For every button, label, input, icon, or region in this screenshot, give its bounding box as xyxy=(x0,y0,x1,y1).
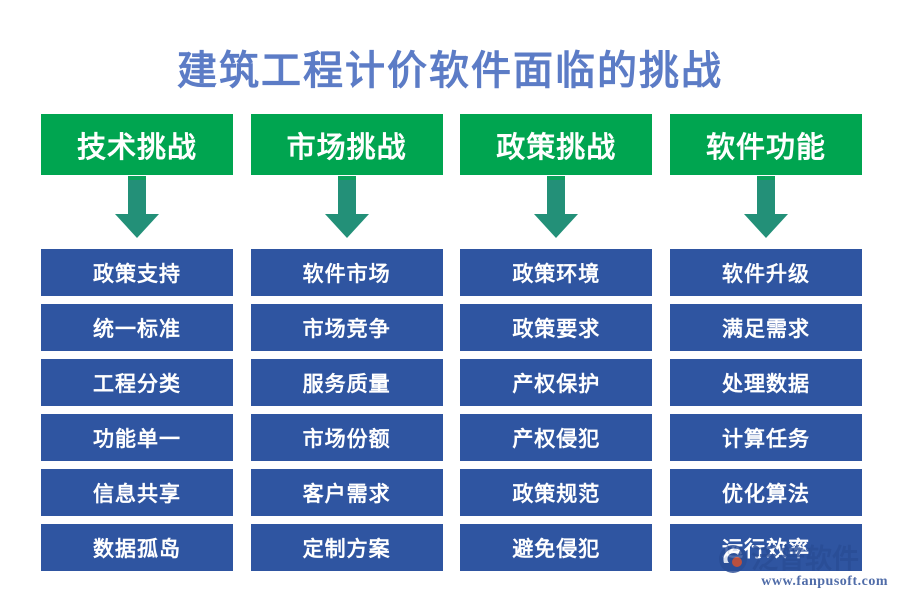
page-title: 建筑工程计价软件面临的挑战 xyxy=(177,48,723,93)
list-item[interactable]: 计算任务 xyxy=(669,414,862,461)
column-1-header[interactable]: 技术挑战 xyxy=(41,114,233,175)
column-4-arrow-area xyxy=(670,175,862,243)
list-item[interactable]: 工程分类 xyxy=(41,359,233,406)
column-group: 技术挑战 政策支持 统一标准 工程分类 功能单一 信息共享 数据孤岛 市场挑战 xyxy=(41,114,862,574)
list-item[interactable]: 软件升级 xyxy=(669,249,862,296)
column-3-header[interactable]: 政策挑战 xyxy=(460,114,653,175)
list-item[interactable]: 功能单一 xyxy=(41,414,233,461)
watermark-url: www.fanpusoft.com xyxy=(761,574,888,589)
column-4: 软件功能 软件升级 满足需求 处理数据 计算任务 优化算法 运行效率 xyxy=(669,114,862,574)
down-arrow-icon xyxy=(743,176,788,238)
list-item[interactable]: 市场份额 xyxy=(250,414,443,461)
down-arrow-icon xyxy=(534,176,579,238)
list-item[interactable]: 市场竞争 xyxy=(250,304,443,351)
column-1-items: 政策支持 统一标准 工程分类 功能单一 信息共享 数据孤岛 xyxy=(41,249,233,571)
list-item[interactable]: 政策要求 xyxy=(460,304,653,351)
list-item[interactable]: 政策规范 xyxy=(460,469,653,516)
column-1-arrow-area xyxy=(41,175,233,243)
list-item[interactable]: 政策环境 xyxy=(460,249,653,296)
list-item[interactable]: 软件市场 xyxy=(250,249,443,296)
column-4-items: 软件升级 满足需求 处理数据 计算任务 优化算法 运行效率 xyxy=(669,249,862,571)
column-2: 市场挑战 软件市场 市场竞争 服务质量 市场份额 客户需求 定制方案 xyxy=(250,114,443,574)
column-3-arrow-area xyxy=(460,175,652,243)
list-item[interactable]: 定制方案 xyxy=(250,524,443,571)
list-item[interactable]: 优化算法 xyxy=(669,469,862,516)
column-3: 政策挑战 政策环境 政策要求 产权保护 产权侵犯 政策规范 避免侵犯 xyxy=(460,114,653,574)
column-2-header[interactable]: 市场挑战 xyxy=(250,114,443,175)
column-1: 技术挑战 政策支持 统一标准 工程分类 功能单一 信息共享 数据孤岛 xyxy=(41,114,233,574)
column-2-items: 软件市场 市场竞争 服务质量 市场份额 客户需求 定制方案 xyxy=(250,249,443,571)
list-item[interactable]: 统一标准 xyxy=(41,304,233,351)
list-item[interactable]: 运行效率 xyxy=(669,524,862,571)
list-item[interactable]: 产权侵犯 xyxy=(460,414,653,461)
list-item[interactable]: 满足需求 xyxy=(669,304,862,351)
down-arrow-icon xyxy=(324,176,369,238)
column-2-arrow-area xyxy=(251,175,443,243)
list-item[interactable]: 数据孤岛 xyxy=(41,524,233,571)
list-item[interactable]: 政策支持 xyxy=(41,249,233,296)
list-item[interactable]: 产权保护 xyxy=(460,359,653,406)
list-item[interactable]: 服务质量 xyxy=(250,359,443,406)
down-arrow-icon xyxy=(115,176,159,238)
list-item[interactable]: 处理数据 xyxy=(669,359,862,406)
column-3-items: 政策环境 政策要求 产权保护 产权侵犯 政策规范 避免侵犯 xyxy=(460,249,653,571)
list-item[interactable]: 客户需求 xyxy=(250,469,443,516)
column-4-header[interactable]: 软件功能 xyxy=(669,114,862,175)
list-item[interactable]: 信息共享 xyxy=(41,469,233,516)
list-item[interactable]: 避免侵犯 xyxy=(460,524,653,571)
